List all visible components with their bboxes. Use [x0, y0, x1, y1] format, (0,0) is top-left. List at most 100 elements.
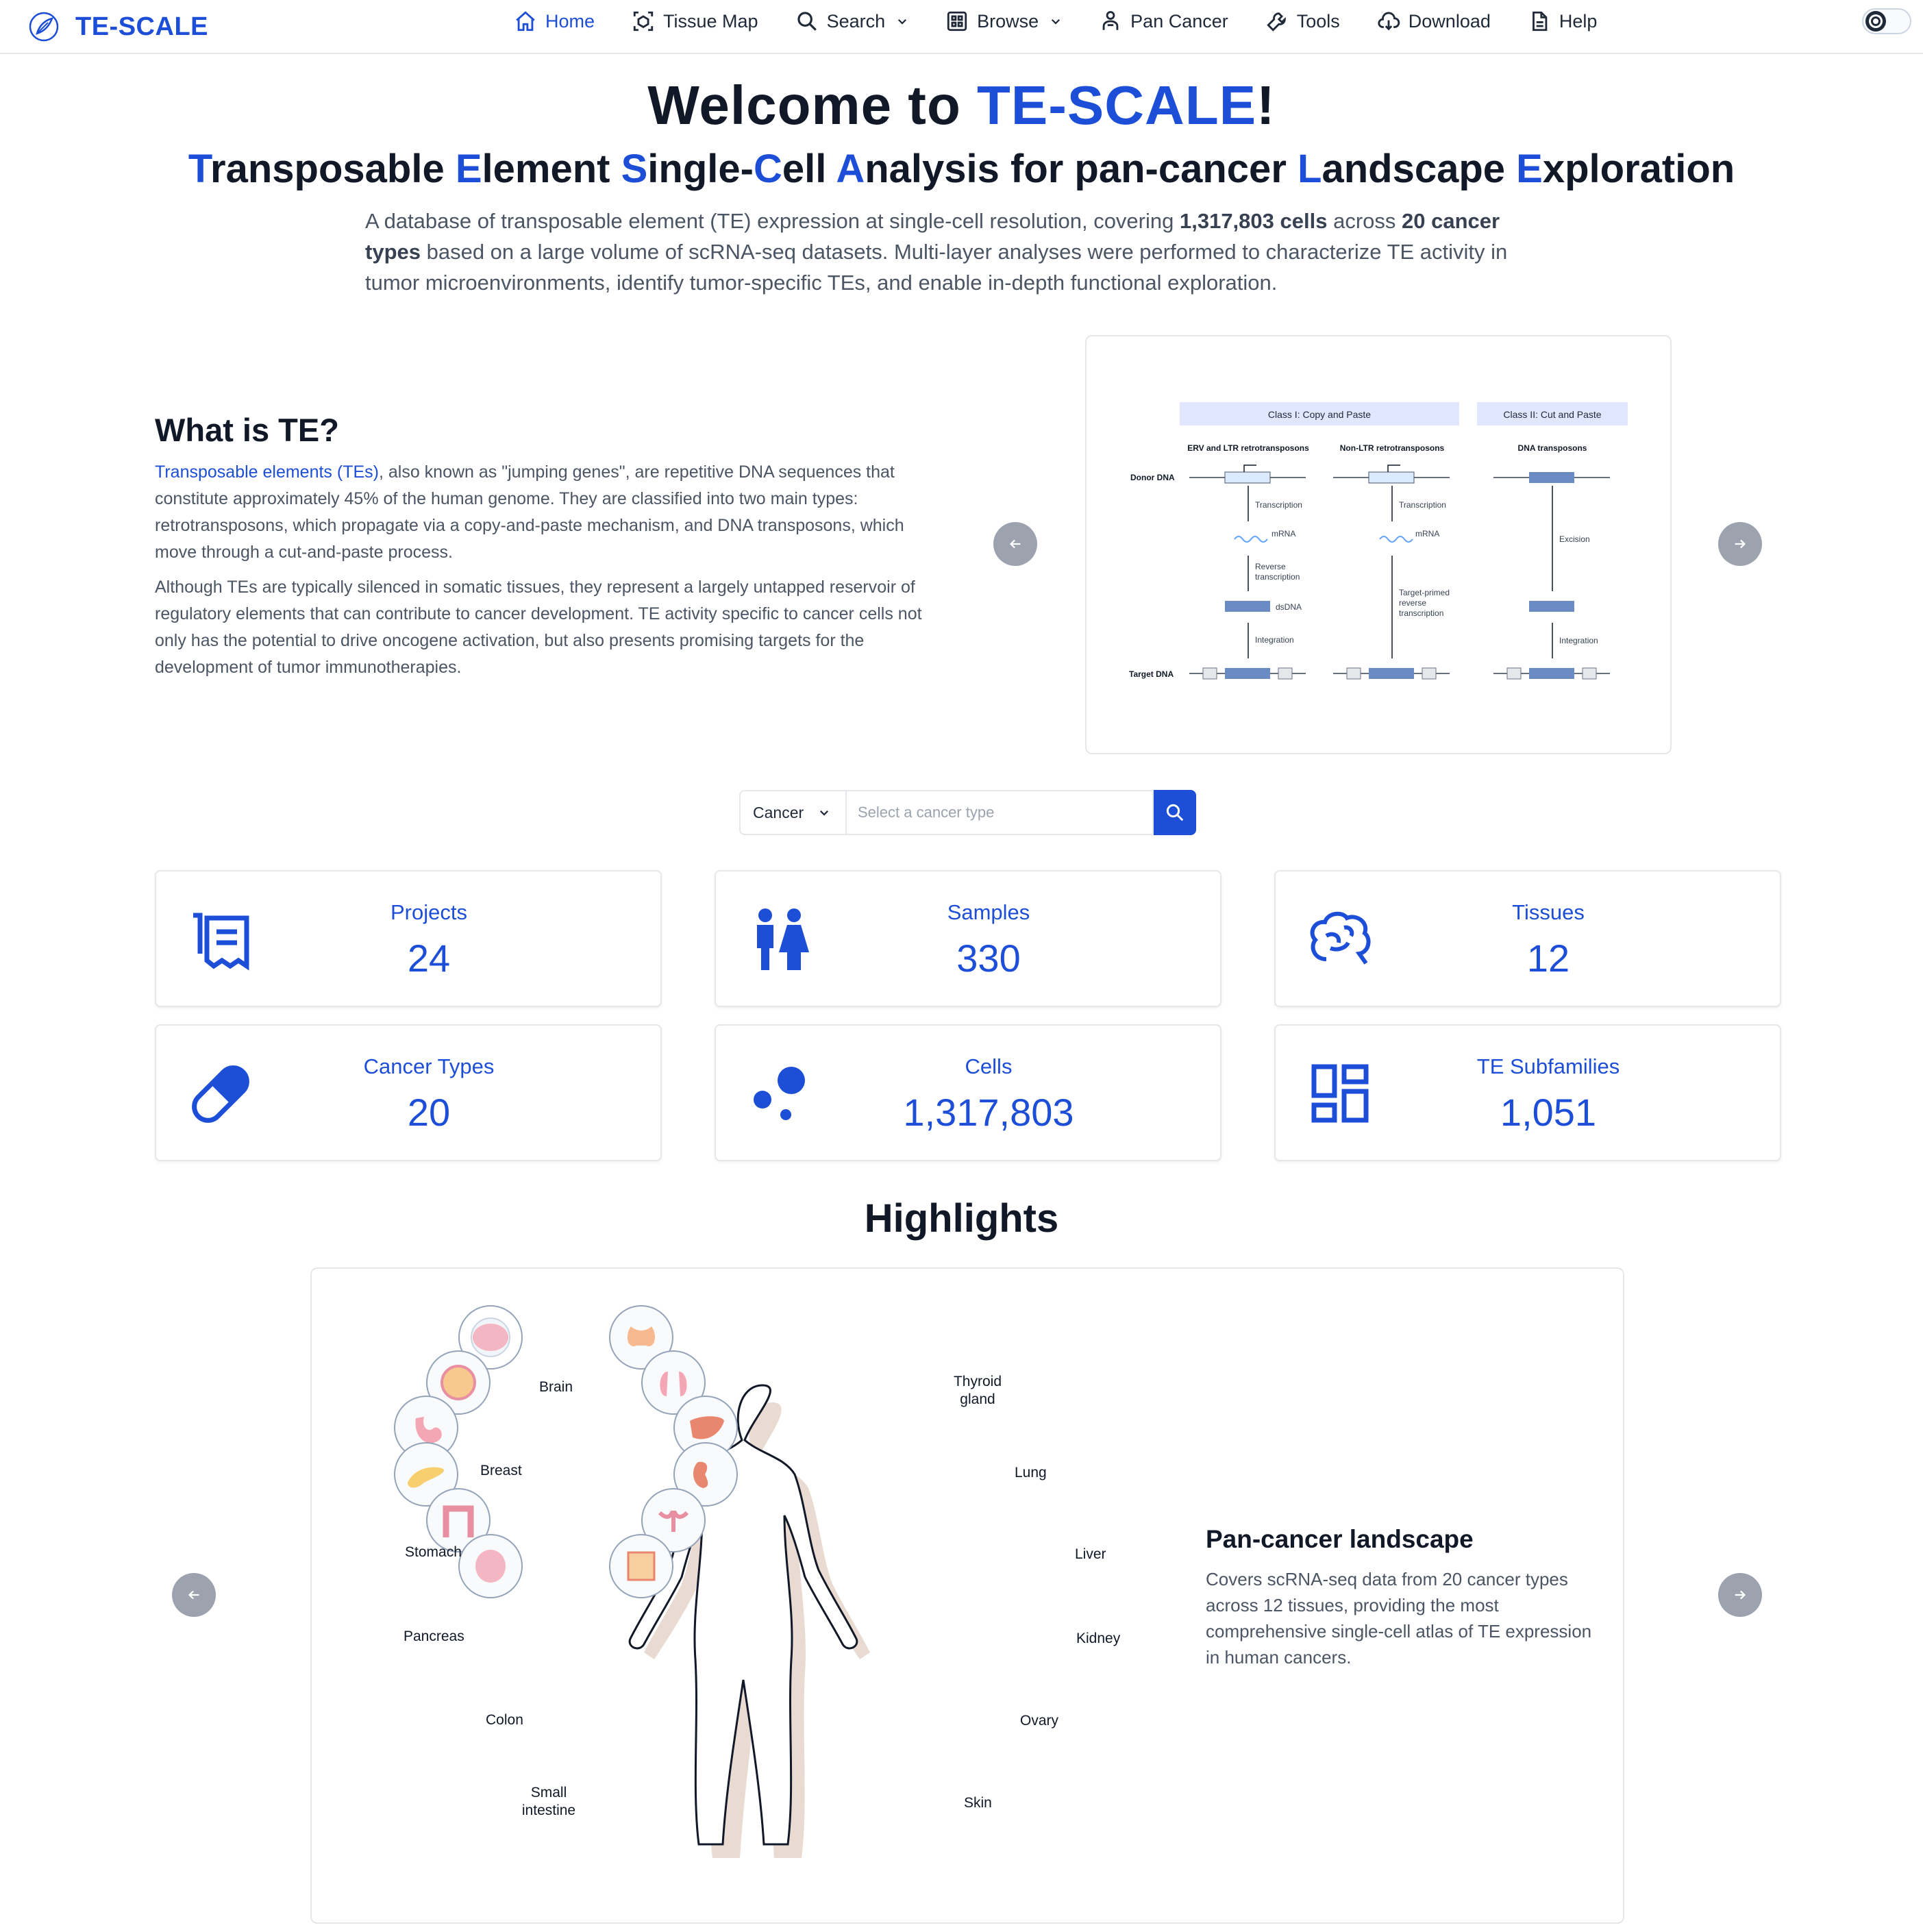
chevron-down-icon: [898, 18, 907, 25]
class1-label: Class I: Copy and Paste: [1268, 409, 1371, 420]
organ-label-small-intestine: Small intestine: [521, 1785, 576, 1818]
nav-item-browse-label: Browse: [977, 10, 1039, 32]
nav-item-pan-cancer[interactable]: Pan Cancer: [1099, 10, 1228, 33]
search-type-select[interactable]: Cancer: [739, 790, 845, 835]
organ-label-lung: Lung: [1015, 1465, 1047, 1481]
nav-item-help[interactable]: Help: [1528, 10, 1597, 33]
nav-item-search[interactable]: Search: [795, 10, 909, 33]
te-p1-text: , also known as "jumping genes", are rep…: [155, 462, 904, 562]
organ-label-breast: Breast: [480, 1463, 522, 1478]
col3-label: DNA transposons: [1518, 443, 1587, 453]
lung-organ-icon: [641, 1350, 706, 1415]
desc-text: A database of transposable element (TE) …: [365, 209, 1180, 233]
home-icon: [516, 11, 535, 32]
person-icon: [1102, 11, 1119, 30]
nav-menu: Home Tissue Map Search Browse Pan Cancer…: [514, 0, 1634, 42]
search-type-value: Cancer: [753, 803, 804, 821]
subtitle-initial: T: [188, 147, 211, 191]
stat-label: Tissues: [1512, 900, 1585, 924]
organ-label-skin: Skin: [964, 1795, 992, 1811]
brand-name: TE-SCALE: [75, 12, 208, 41]
top-navbar: TE-SCALE Home Tissue Map Search Browse P…: [0, 0, 1923, 54]
dsdna-label: dsDNA: [1276, 602, 1302, 612]
mrna-label: mRNA: [1415, 529, 1439, 538]
subtitle-text: ransposable: [210, 147, 456, 191]
stat-card-projects[interactable]: Projects 24: [155, 870, 662, 1007]
wrench-icon: [1267, 12, 1286, 32]
nav-item-download-label: Download: [1408, 10, 1491, 32]
integration-label: Integration: [1559, 636, 1598, 645]
search-submit-button[interactable]: [1154, 790, 1196, 835]
highlight-heading: Pan-cancer landscape: [1206, 1525, 1474, 1553]
title-suffix: !: [1256, 75, 1276, 136]
organ-label-pancreas: Pancreas: [404, 1628, 464, 1644]
organ-label-brain: Brain: [539, 1379, 573, 1395]
organ-label-kidney: Kidney: [1076, 1631, 1121, 1646]
te-scale-logo-icon: [29, 12, 59, 42]
transcription-label: Transcription: [1255, 500, 1302, 510]
stat-card-samples[interactable]: Samples 330: [715, 870, 1221, 1007]
search-icon: [797, 12, 817, 31]
stat-card-tissues[interactable]: Tissues 12: [1274, 870, 1781, 1007]
cancer-type-input[interactable]: [845, 790, 1154, 835]
stat-card-te-subfamilies[interactable]: TE Subfamilies 1,051: [1274, 1024, 1781, 1161]
target-primed-label-2: reverse: [1399, 598, 1426, 608]
desc-text: based on a large volume of scRNA-seq dat…: [365, 240, 1508, 295]
te-paragraph-2: Although TEs are typically silenced in s…: [155, 578, 922, 677]
te-wiki-link[interactable]: Transposable elements (TEs): [155, 462, 379, 482]
subtitle-initial: L: [1298, 147, 1322, 191]
reverse-transcription-label: transcription: [1255, 572, 1300, 582]
nav-item-tissue-map[interactable]: Tissue Map: [632, 10, 758, 33]
target-primed-label: Target-primed: [1399, 588, 1450, 597]
subtitle-text: nalysis for pan-cancer: [865, 147, 1298, 191]
te-carousel-prev-button[interactable]: [993, 522, 1037, 566]
nav-item-home-label: Home: [545, 10, 595, 32]
subtitle-text: xploration: [1542, 147, 1735, 191]
highlights-next-button[interactable]: [1718, 1573, 1762, 1617]
subtitle-initial: C: [753, 147, 782, 191]
browse-grid-icon: [947, 11, 967, 32]
subtitle-initial: E: [1516, 147, 1543, 191]
title-prefix: Welcome to: [647, 75, 978, 136]
stat-card-cancer-types[interactable]: Cancer Types 20: [155, 1024, 662, 1161]
te-classes-diagram: Class I: Copy and Paste Class II: Cut an…: [1129, 402, 1628, 680]
theme-toggle[interactable]: [1862, 8, 1911, 34]
desc-cells: 1,317,803 cells: [1179, 209, 1328, 233]
arrow-left-icon: [188, 1590, 199, 1600]
highlights-title: Highlights: [864, 1196, 1059, 1241]
stat-label: TE Subfamilies: [1476, 1054, 1620, 1078]
subtitle-text: ingle-: [647, 147, 754, 191]
te-carousel-next-button[interactable]: [1718, 522, 1762, 566]
hero-description: A database of transposable element (TE) …: [365, 206, 1557, 298]
integration-label: Integration: [1255, 635, 1294, 645]
nav-item-search-label: Search: [826, 10, 886, 32]
nav-item-tissue-map-label: Tissue Map: [663, 10, 758, 32]
highlights-prev-button[interactable]: [172, 1573, 216, 1617]
page-title: Welcome to TE-SCALE!: [0, 74, 1923, 137]
what-is-te-title: What is TE?: [155, 412, 339, 448]
highlights-card: Brain Breast Stomach Pancreas Colon Smal…: [310, 1267, 1624, 1924]
document-icon: [1532, 11, 1548, 32]
desc-types: 20 cancer types: [365, 209, 1500, 264]
organ-label-ovary: Ovary: [1020, 1713, 1059, 1729]
nav-item-download[interactable]: Download: [1377, 10, 1491, 33]
stat-card-cells[interactable]: Cells 1,317,803: [715, 1024, 1221, 1161]
nav-item-pan-cancer-label: Pan Cancer: [1130, 10, 1228, 32]
nav-item-browse[interactable]: Browse: [945, 10, 1062, 33]
search-icon: [1166, 804, 1184, 821]
arrow-right-icon: [1735, 1590, 1746, 1600]
te-diagram-card: Class I: Copy and Paste Class II: Cut an…: [1085, 335, 1672, 754]
arrow-left-icon: [1009, 539, 1021, 549]
subtitle-initial: S: [621, 147, 648, 191]
nav-item-home[interactable]: Home: [514, 10, 595, 33]
cells-icon: [754, 1067, 805, 1120]
colon-organ-icon: [426, 1488, 491, 1552]
arrow-right-icon: [1735, 539, 1746, 549]
brand-logo-link[interactable]: TE-SCALE: [27, 5, 208, 48]
subtitle-initial: A: [836, 147, 865, 191]
stat-value: 1,317,803: [903, 1091, 1074, 1134]
stat-label: Samples: [947, 900, 1030, 924]
organ-label-colon: Colon: [486, 1712, 523, 1728]
nav-item-tools[interactable]: Tools: [1265, 10, 1340, 33]
nav-item-tools-label: Tools: [1296, 10, 1340, 32]
